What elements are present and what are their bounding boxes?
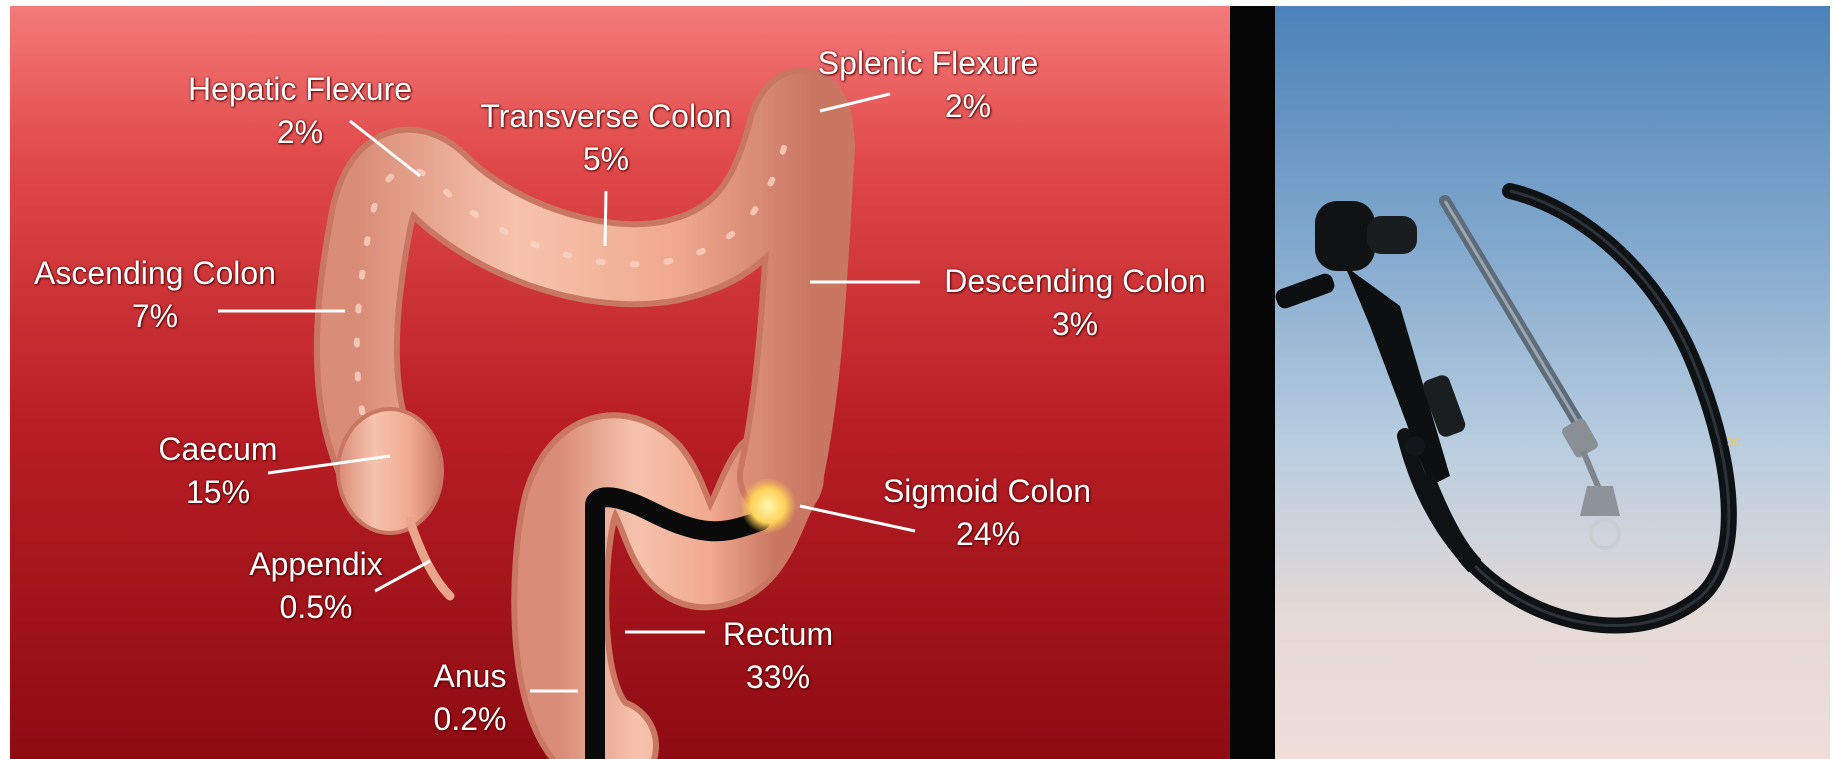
colonoscope-photo-panel: 30 [1275, 6, 1830, 759]
label-appendix: Appendix 0.5% [249, 543, 382, 629]
label-name: Ascending Colon [34, 252, 276, 295]
label-percentage: 5% [480, 138, 731, 181]
label-name: Caecum [158, 428, 277, 471]
colonoscope-photo: 30 [1275, 6, 1830, 759]
label-percentage: 0.2% [434, 698, 507, 741]
label-ascending-colon: Ascending Colon 7% [34, 252, 276, 338]
label-percentage: 2% [818, 85, 1039, 128]
label-name: Descending Colon [944, 260, 1206, 303]
control-handle [1275, 201, 1475, 566]
label-name: Anus [434, 655, 507, 698]
label-descending-colon: Descending Colon 3% [944, 260, 1206, 346]
label-percentage: 2% [188, 111, 412, 154]
label-name: Hepatic Flexure [188, 68, 412, 111]
label-name: Appendix [249, 543, 382, 586]
label-percentage: 24% [883, 513, 1091, 556]
label-percentage: 0.5% [249, 586, 382, 629]
label-percentage: 15% [158, 471, 277, 514]
biopsy-accessory [1445, 201, 1620, 548]
label-anus: Anus 0.2% [434, 655, 507, 741]
appendix-shape [410, 521, 450, 596]
label-percentage: 33% [723, 656, 833, 699]
accessory-ring [1591, 520, 1619, 548]
label-hepatic-flexure: Hepatic Flexure 2% [188, 68, 412, 154]
tube-depth-mark: 30 [1727, 435, 1741, 449]
label-percentage: 3% [944, 303, 1206, 346]
label-name: Rectum [723, 613, 833, 656]
label-name: Sigmoid Colon [883, 470, 1091, 513]
panel-divider [1230, 6, 1275, 759]
scope-light-glow [740, 478, 796, 534]
label-percentage: 7% [34, 295, 276, 338]
label-transverse-colon: Transverse Colon 5% [480, 95, 731, 181]
caecum-shape [338, 409, 442, 533]
label-name: Splenic Flexure [818, 42, 1039, 85]
label-splenic-flexure: Splenic Flexure 2% [818, 42, 1039, 128]
label-caecum: Caecum 15% [158, 428, 277, 514]
label-sigmoid-colon: Sigmoid Colon 24% [883, 470, 1091, 556]
label-name: Transverse Colon [480, 95, 731, 138]
label-rectum: Rectum 33% [723, 613, 833, 699]
